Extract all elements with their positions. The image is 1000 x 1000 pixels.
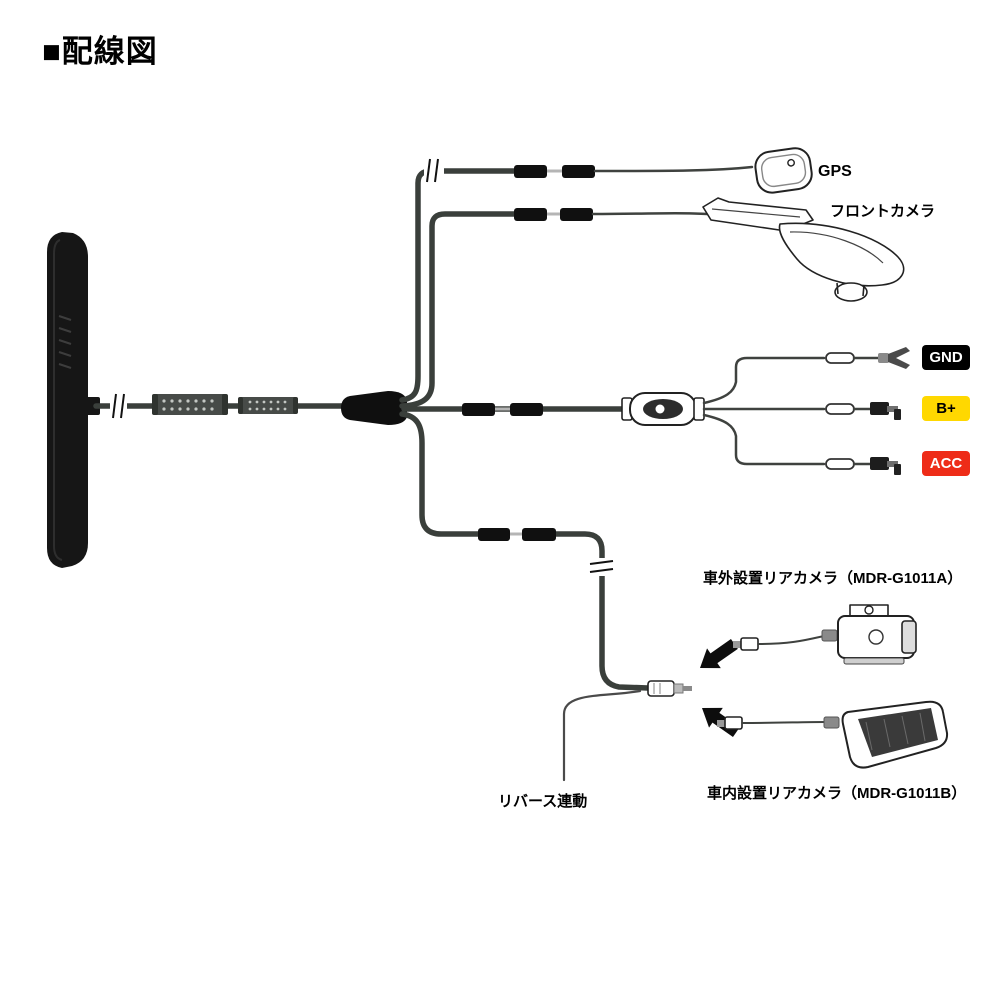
y-splitter	[341, 391, 407, 425]
front-camera-cable	[399, 211, 517, 409]
rear-camera-outside-illustration	[733, 604, 917, 665]
bplus-fuse	[825, 403, 855, 415]
bplus-terminal-icon	[870, 402, 901, 420]
gps-receiver-illustration	[754, 147, 813, 194]
acc-fuse	[825, 458, 855, 470]
rear-cable-plug	[647, 680, 692, 697]
rear-cable	[399, 411, 651, 691]
gps-label: GPS	[818, 163, 852, 180]
power-connector-pair	[462, 403, 543, 416]
gnd-lead	[702, 347, 910, 405]
cable-break-mark-main	[110, 393, 127, 419]
front-camera-connector-pair	[514, 208, 593, 221]
rear-camera-inside-illustration	[717, 700, 949, 769]
gnd-badge: GND	[922, 345, 970, 370]
gnd-terminal-icon	[878, 347, 910, 369]
cable-break-mark-rear	[589, 558, 614, 576]
arrow-icon-top	[700, 638, 738, 669]
front-camera-lead-wire	[591, 211, 709, 216]
page-title: ■配線図	[42, 34, 158, 69]
monitor-vents	[58, 315, 72, 369]
inline-connector-b	[238, 397, 298, 414]
reverse-link-label: リバース連動	[498, 793, 588, 810]
front-camera-illustration	[702, 197, 905, 302]
rear-connector-pair	[478, 528, 556, 541]
power-adapter-illustration	[621, 392, 705, 426]
acc-badge: ACC	[922, 451, 970, 476]
rear-camera-outside-label: 車外設置リアカメラ（MDR-G1011A）	[703, 570, 963, 587]
inline-connector-a	[152, 394, 228, 415]
bplus-lead	[702, 402, 901, 420]
acc-terminal-icon	[870, 457, 901, 475]
acc-lead	[702, 413, 901, 475]
bplus-badge: B+	[922, 396, 970, 421]
gps-lead-wire	[593, 165, 754, 173]
reverse-wire	[562, 689, 642, 782]
cable-break-mark-gps	[424, 158, 444, 183]
gps-cable	[399, 168, 517, 403]
rear-camera-inside-label: 車内設置リアカメラ（MDR-G1011B）	[707, 785, 967, 802]
gps-connector-pair	[514, 165, 595, 178]
mirror-monitor-illustration	[47, 232, 100, 568]
front-camera-label: フロントカメラ	[830, 203, 936, 220]
gnd-fuse	[825, 352, 855, 364]
